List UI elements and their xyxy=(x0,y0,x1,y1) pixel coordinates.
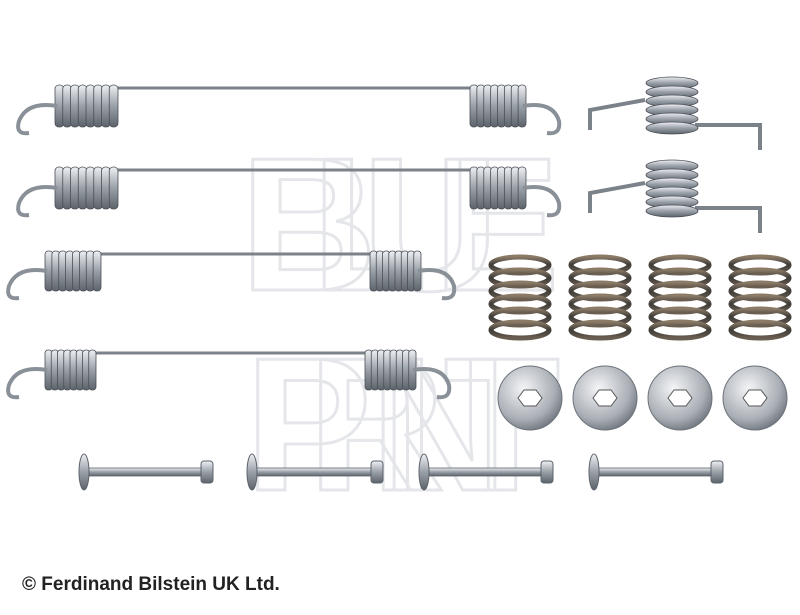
hold-down-pin xyxy=(418,453,554,491)
copyright-text: © Ferdinand Bilstein UK Ltd. xyxy=(22,574,280,595)
retainer-washer xyxy=(497,365,563,431)
hold-down-pin xyxy=(246,453,384,491)
torsion-spring xyxy=(588,159,762,233)
compression-spring xyxy=(728,254,792,341)
tension-spring-long xyxy=(16,166,562,218)
torsion-spring xyxy=(588,76,762,150)
hold-down-pin xyxy=(588,453,724,491)
retainer-washer xyxy=(722,365,788,431)
retainer-washer xyxy=(647,365,713,431)
tension-spring-short xyxy=(6,250,457,301)
compression-spring xyxy=(648,254,712,341)
hold-down-pin xyxy=(78,453,214,491)
retainer-washer xyxy=(572,365,638,431)
compression-spring xyxy=(488,254,552,341)
compression-spring xyxy=(568,254,632,341)
tension-spring-long xyxy=(16,84,562,136)
tension-spring-short xyxy=(6,349,452,400)
